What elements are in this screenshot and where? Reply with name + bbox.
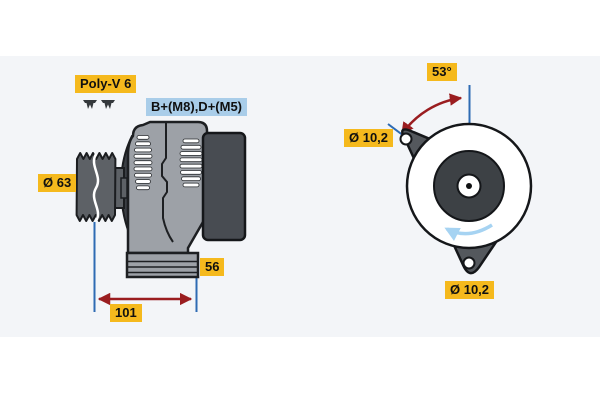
side-view-drawing (75, 100, 247, 312)
rotation-direction-arrow-icon (444, 223, 493, 241)
hole-diameter-bottom-label: Ø 10,2 (445, 281, 495, 299)
pulley-break-line (92, 153, 100, 222)
mounting-hole-bottom (462, 256, 476, 270)
angle-53-label: 53° (427, 63, 457, 81)
rear-view-drawing (387, 85, 533, 275)
dimension-56-label: 56 (200, 258, 225, 276)
terminal-label: B+(M8),D+(M5) (146, 98, 248, 116)
belt-profile-icon (83, 100, 115, 109)
rear-housing-block (201, 131, 247, 242)
cooling-fins-left (133, 135, 153, 191)
angle-arc-arrow (400, 93, 463, 136)
cooling-fins-right (179, 138, 203, 188)
belt-type-label: Poly-V 6 (75, 75, 137, 93)
shaft-center-dot (466, 183, 472, 189)
body-seam-line (161, 123, 174, 243)
hole-diameter-top-label: Ø 10,2 (344, 129, 394, 147)
mounting-hole-top (399, 132, 413, 146)
dimension-101-label: 101 (110, 304, 142, 322)
pulley-diameter-label: Ø 63 (38, 174, 77, 192)
mounting-foot (125, 251, 200, 279)
pulley-hub-step (120, 177, 128, 199)
dimension-extension-lines (93, 222, 198, 312)
